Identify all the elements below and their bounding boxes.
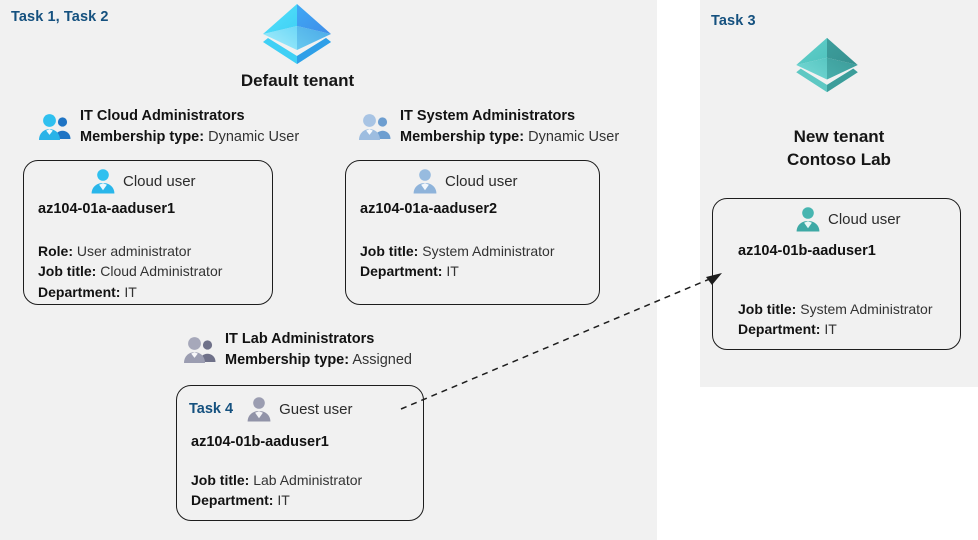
group-name: IT Cloud Administrators [80, 108, 245, 124]
group-name: IT Lab Administrators [225, 331, 375, 347]
card-header: Cloud user [90, 168, 196, 194]
guest-user-icon [246, 396, 272, 422]
attr-value: IT [124, 283, 137, 300]
attr-value: Cloud Administrator [100, 263, 223, 280]
task-label-3: Task 3 [711, 13, 756, 29]
attr-label: Job title: [191, 472, 250, 488]
group-membership-label: Membership type: [80, 128, 205, 145]
group-membership-label: Membership type: [225, 351, 350, 368]
attr-value: IT [824, 321, 837, 338]
group-membership-value: Dynamic User [208, 128, 300, 145]
attr-value: System Administrator [422, 243, 555, 259]
attr-label: Department: [191, 492, 274, 509]
group-text: IT Cloud Administrators Membership type:… [80, 107, 299, 148]
user-attributes: Job title: System Administrator Departme… [360, 241, 555, 282]
attr-department: Department: IT [738, 319, 933, 339]
user-card-aaduser1b-cloud: Cloud user az104-01b-aaduser1 Job title:… [712, 198, 961, 350]
card-header: Cloud user [795, 206, 901, 232]
user-type-label: Guest user [279, 400, 353, 418]
user-type-label: Cloud user [445, 172, 518, 190]
card-header: Task 4 Guest user [189, 396, 352, 422]
attr-label: Role: [38, 243, 73, 259]
attr-value: User administrator [76, 243, 192, 259]
task-label-4: Task 4 [189, 401, 234, 417]
user-upn: az104-01a-aaduser1 [38, 201, 176, 217]
user-upn: az104-01b-aaduser1 [738, 243, 876, 259]
group-name: IT System Administrators [400, 108, 576, 124]
new-tenant-title-line2: Contoso Lab [787, 149, 891, 169]
user-attributes: Job title: Lab Administrator Department:… [191, 470, 362, 511]
default-tenant-icon [255, 2, 339, 66]
attr-value: Lab Administrator [253, 472, 363, 488]
attr-label: Department: [38, 283, 121, 300]
new-tenant-title: New tenant Contoso Lab [700, 126, 978, 172]
group-membership: Membership type: Dynamic User [80, 127, 299, 148]
user-type-label: Cloud user [123, 172, 196, 190]
group-text: IT System Administrators Membership type… [400, 107, 619, 148]
cloud-user-icon [412, 168, 438, 194]
group-membership-value: Dynamic User [528, 128, 620, 145]
group-membership-value: Assigned [352, 351, 412, 368]
user-card-aaduser2-cloud: Cloud user az104-01a-aaduser2 Job title:… [345, 160, 600, 305]
group-text: IT Lab Administrators Membership type: A… [225, 330, 412, 371]
attr-role: Role: User administrator [38, 241, 222, 261]
group-membership: Membership type: Dynamic User [400, 127, 619, 148]
default-tenant-title: Default tenant [240, 71, 355, 90]
user-card-aaduser1-cloud: Cloud user az104-01a-aaduser1 Role: User… [23, 160, 273, 305]
default-tenant-panel [0, 0, 657, 540]
user-attributes: Job title: System Administrator Departme… [738, 299, 933, 340]
user-type-label: Cloud user [828, 210, 901, 228]
attr-job-title: Job title: System Administrator [738, 299, 933, 319]
attr-department: Department: IT [191, 490, 362, 510]
attr-label: Job title: [738, 301, 797, 317]
group-users-icon [358, 113, 392, 141]
new-tenant-title-line1: New tenant [793, 127, 885, 146]
attr-value: IT [277, 492, 290, 509]
attr-label: Job title: [38, 263, 97, 280]
task-label-1-2: Task 1, Task 2 [11, 9, 109, 25]
group-membership: Membership type: Assigned [225, 350, 412, 371]
attr-department: Department: IT [360, 261, 555, 281]
attr-value: System Administrator [800, 301, 933, 317]
new-tenant-icon [789, 36, 865, 94]
cloud-user-icon [90, 168, 116, 194]
attr-value: IT [446, 263, 459, 280]
user-attributes: Role: User administrator Job title: Clou… [38, 241, 222, 302]
group-users-icon [183, 336, 217, 364]
group-membership-label: Membership type: [400, 128, 525, 145]
card-header: Cloud user [412, 168, 518, 194]
cloud-user-icon [795, 206, 821, 232]
user-card-aaduser1-guest: Task 4 Guest user az104-01b-aaduser1 Job… [176, 385, 424, 521]
user-upn: az104-01a-aaduser2 [360, 201, 498, 217]
attr-label: Department: [360, 263, 443, 280]
attr-department: Department: IT [38, 282, 222, 302]
attr-job-title: Job title: Cloud Administrator [38, 261, 222, 281]
user-upn: az104-01b-aaduser1 [191, 434, 329, 450]
attr-label: Department: [738, 321, 821, 338]
attr-label: Job title: [360, 243, 419, 259]
attr-job-title: Job title: System Administrator [360, 241, 555, 261]
attr-job-title: Job title: Lab Administrator [191, 470, 362, 490]
group-users-icon [38, 113, 72, 141]
